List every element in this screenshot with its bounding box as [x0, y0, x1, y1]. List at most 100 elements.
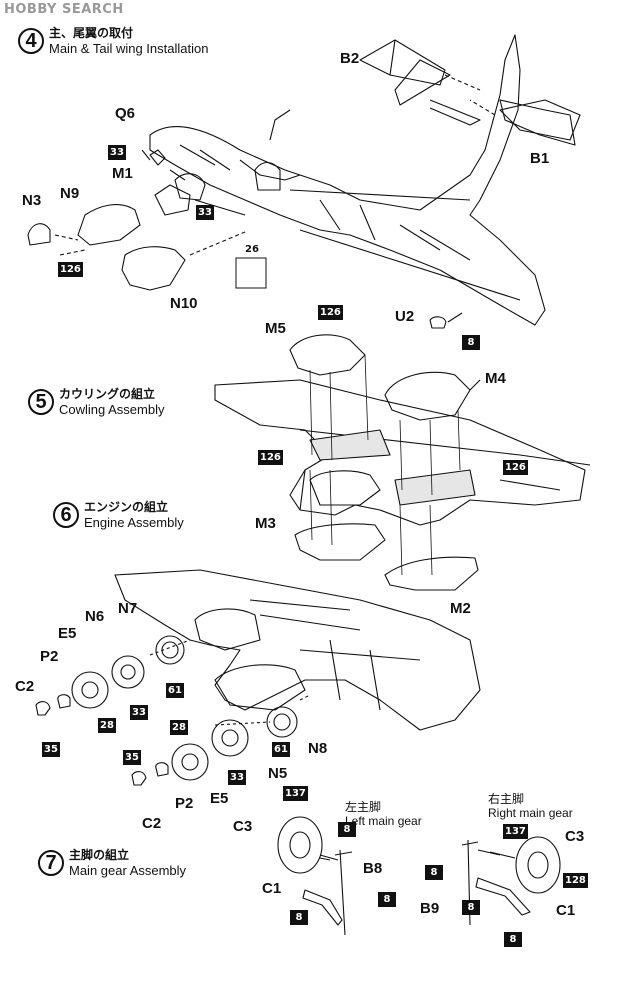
- c3-wheel-right: [515, 836, 561, 894]
- part-label-p2-right: P2: [175, 795, 194, 812]
- decal-number: 26: [245, 244, 259, 255]
- part-label-b9: B9: [420, 900, 440, 917]
- right-gear-label: 右主脚 Right main gear: [488, 792, 573, 820]
- c3-wheel-left: [277, 816, 323, 874]
- watermark: HOBBY SEARCH: [4, 2, 124, 17]
- callout-box: 126: [503, 460, 528, 475]
- part-label-m5: M5: [265, 320, 286, 337]
- part-label-n10: N10: [170, 295, 198, 312]
- callout-box: 8: [378, 892, 396, 907]
- step-title-jp: エンジンの組立: [84, 500, 169, 514]
- callout-box: 33: [228, 770, 246, 785]
- callout-box: 126: [58, 262, 83, 277]
- star-insignia: [237, 267, 265, 293]
- m4-cowling: [384, 371, 471, 421]
- c1-link-right: [475, 877, 531, 916]
- part-label-n8: N8: [308, 740, 328, 757]
- step-number: 7: [38, 850, 64, 876]
- callout-box: 35: [42, 742, 60, 757]
- n8-ring: [266, 706, 298, 738]
- step-number: 5: [28, 389, 54, 415]
- part-label-c1-left: C1: [262, 880, 282, 897]
- b1-tailplane: [469, 99, 581, 141]
- step-title-jp: 主、尾翼の取付: [49, 26, 134, 40]
- e5-cylinders-right: [171, 743, 209, 781]
- callout-box: 33: [130, 705, 148, 720]
- part-label-n3: N3: [22, 192, 42, 209]
- insignia-decal: [235, 257, 267, 289]
- step-number: 4: [18, 28, 44, 54]
- callout-box: 28: [170, 720, 188, 735]
- part-label-c3-left: C3: [233, 818, 253, 835]
- callout-box: 137: [503, 824, 528, 839]
- callout-box: 33: [196, 205, 214, 220]
- step-number: 6: [53, 502, 79, 528]
- step-title-en: Cowling Assembly: [59, 402, 165, 417]
- b8-strut: [319, 849, 353, 936]
- step-title-en: Main & Tail wing Installation: [49, 41, 209, 56]
- step-title-en: Engine Assembly: [84, 515, 184, 530]
- p2-part-left: [57, 694, 71, 709]
- m5-cowling: [289, 334, 366, 376]
- part-label-c2-right: C2: [142, 815, 162, 832]
- callout-box: 8: [425, 865, 443, 880]
- c2-part-right: [131, 771, 147, 786]
- part-label-m2: M2: [450, 600, 471, 617]
- engine-wing-drawing: [114, 569, 481, 731]
- callout-box: 28: [98, 718, 116, 733]
- part-label-m4: M4: [485, 370, 506, 387]
- b2-tailplane: [359, 39, 481, 91]
- part-label-b1: B1: [530, 150, 550, 167]
- n9-part: [77, 204, 141, 246]
- n7-ring: [155, 635, 185, 665]
- callout-box: 8: [290, 910, 308, 925]
- n6-engine-front: [111, 655, 145, 689]
- n10-part: [121, 246, 186, 291]
- n3-part: [27, 223, 51, 246]
- step-title-jp: 主脚の組立: [69, 848, 130, 862]
- step-title-jp: カウリングの組立: [59, 387, 156, 401]
- part-label-n9: N9: [60, 185, 80, 202]
- part-label-n5: N5: [268, 765, 288, 782]
- step-title-en: Main gear Assembly: [69, 863, 187, 878]
- callout-box: 33: [108, 145, 126, 160]
- part-label-e5-left: E5: [58, 625, 77, 642]
- left-gear-label: 左主脚 Left main gear: [345, 800, 422, 828]
- part-label-c1-right: C1: [556, 902, 576, 919]
- m3-cowling: [294, 523, 386, 561]
- part-label-b8: B8: [363, 860, 383, 877]
- e5-cylinders-left: [71, 671, 109, 709]
- fuselage-drawing: [149, 34, 576, 326]
- callout-box: 128: [563, 873, 588, 888]
- u2-part: [429, 316, 447, 329]
- right-gear-label-jp: 右主脚: [488, 792, 525, 806]
- callout-box: 8: [338, 822, 356, 837]
- part-label-m1: M1: [112, 165, 133, 182]
- callout-box: 8: [462, 335, 480, 350]
- part-label-e5-right: E5: [210, 790, 229, 807]
- callout-box: 126: [258, 450, 283, 465]
- right-gear-label-en: Right main gear: [488, 806, 573, 820]
- c2-part-left: [35, 701, 51, 716]
- p2-part-right: [155, 762, 169, 777]
- n5-engine-front: [211, 719, 249, 757]
- part-label-c2-left: C2: [15, 678, 35, 695]
- callout-box: 61: [272, 742, 290, 757]
- part-label-n7: N7: [118, 600, 138, 617]
- m1-part: [154, 184, 191, 216]
- callout-box: 137: [283, 786, 308, 801]
- part-label-b2: B2: [340, 50, 360, 67]
- part-label-u2: U2: [395, 308, 415, 325]
- callout-box: 8: [462, 900, 480, 915]
- part-label-q6: Q6: [115, 105, 136, 122]
- q6-part: [141, 149, 166, 166]
- part-label-m3: M3: [255, 515, 276, 532]
- part-label-c3-right: C3: [565, 828, 585, 845]
- left-gear-label-jp: 左主脚: [345, 800, 382, 814]
- m2-cowling: [384, 556, 479, 591]
